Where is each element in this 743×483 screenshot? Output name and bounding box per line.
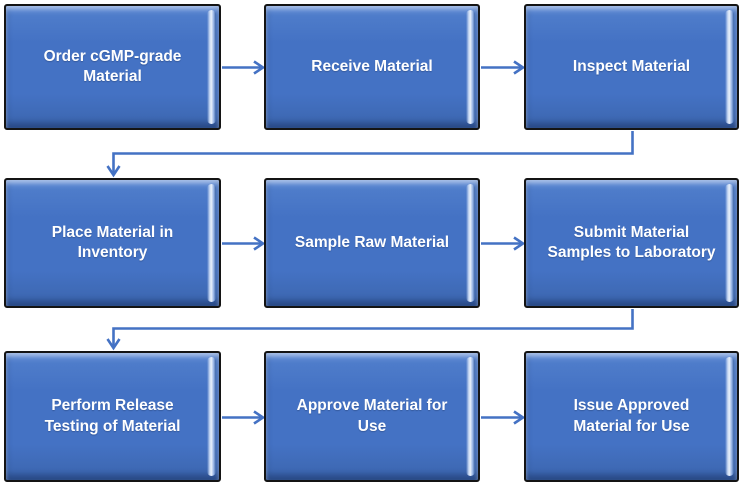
connector-approve-material-to-issue-material [481, 410, 526, 425]
step-label: Approve Material for Use [296, 397, 448, 435]
step-sample-material: Sample Raw Material [264, 178, 480, 308]
arrowhead-right-icon [253, 60, 266, 75]
arrowhead-right-icon [253, 410, 266, 425]
connector-submit-samples-to-release-testing [106, 309, 634, 351]
step-issue-material: Issue Approved Material for Use [524, 351, 739, 482]
connector-sample-material-to-submit-samples [481, 236, 526, 251]
step-place-inventory: Place Material in Inventory [4, 178, 221, 308]
arrowhead-right-icon [513, 60, 526, 75]
connector-order-material-to-receive-material [222, 60, 266, 75]
step-label: Receive Material [311, 57, 433, 75]
arrowhead-right-icon [513, 236, 526, 251]
connector-inspect-material-to-place-inventory [106, 131, 634, 178]
step-release-testing: Perform Release Testing of Material [4, 351, 221, 482]
step-label: Inspect Material [572, 57, 691, 75]
step-label: Submit Material Samples to Laboratory [547, 223, 716, 261]
arrowhead-down-icon [106, 165, 121, 178]
step-label: Sample Raw Material [294, 233, 450, 251]
step-label: Issue Approved Material for Use [573, 397, 690, 435]
arrowhead-right-icon [253, 236, 266, 251]
step-receive-material: Receive Material [264, 4, 480, 130]
connector-place-inventory-to-sample-material [222, 236, 266, 251]
step-label: Place Material in Inventory [51, 223, 174, 261]
arrowhead-down-icon [106, 338, 121, 351]
step-label: Perform Release Testing of Material [44, 397, 181, 435]
step-submit-samples: Submit Material Samples to Laboratory [524, 178, 739, 308]
connector-receive-material-to-inspect-material [481, 60, 526, 75]
step-inspect-material: Inspect Material [524, 4, 739, 130]
arrowhead-right-icon [513, 410, 526, 425]
connector-release-testing-to-approve-material [222, 410, 266, 425]
step-label: Order cGMP-grade Material [43, 47, 182, 85]
step-approve-material: Approve Material for Use [264, 351, 480, 482]
step-order-material: Order cGMP-grade Material [4, 4, 221, 130]
